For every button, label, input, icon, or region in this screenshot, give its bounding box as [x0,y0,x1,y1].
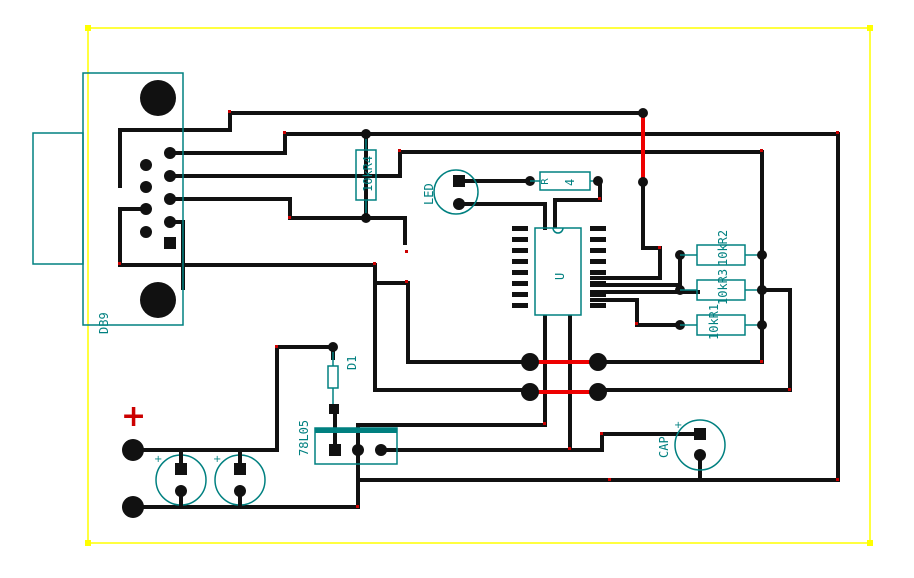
db9-connector: DB9 [32,72,184,334]
resistor-led: R 4 [525,171,603,191]
power-pad-negative [122,496,144,518]
ic-left-pads [512,226,528,308]
db9-pin [140,159,152,171]
db9-pin-1-square [164,237,176,249]
cap2-plus: + [213,454,221,465]
capacitor-label: CAP [657,436,671,458]
regulator-label: 78L05 [297,420,311,456]
db9-mount-hole-bottom [140,282,176,318]
board-corner-markers [85,25,873,546]
led-label: LED [422,183,436,205]
cap1-plus: + [154,454,162,465]
power-input: + [121,399,146,518]
diode-d1: D1 [327,342,359,414]
resistor-led-label: 4 [563,179,577,186]
ic-right-pads [590,226,606,308]
db9-label: DB9 [97,312,111,334]
resistor-r2-label: 10kR2 [716,230,730,266]
jumper-links [530,115,645,394]
resistor-r1-label: 10kR1 [707,304,721,340]
regulator-78l05: 78L05 [297,420,398,465]
resistor-r3: 10kR3 [675,269,767,305]
resistor-r3-label: 10kR3 [716,269,730,305]
db9-pin [140,181,152,193]
board-outline [87,27,871,544]
led: LED [422,169,479,215]
db9-shell-outline [32,132,84,265]
junction-dots [521,108,767,401]
db9-pin [164,147,176,159]
db9-pin [140,203,152,215]
capacitor-plus: + [674,420,682,431]
capacitor-cap: + CAP [657,419,726,471]
power-pad-positive [122,439,144,461]
db9-pin [164,216,176,228]
db9-mount-hole-top [140,80,176,116]
ic-label: U [553,273,567,280]
resistor-r2: 10kR2 [675,230,767,266]
ic-u: U [512,226,606,316]
cap-ground-traces [179,450,242,507]
db9-pin [164,170,176,182]
resistor-r4-label: 10kR4 [361,156,375,192]
resistor-r1: 10kR1 [675,304,767,340]
power-plus-sign: + [121,399,146,434]
resistor-led-prefix: R [540,178,551,185]
db9-body-outline [82,72,184,326]
resistor-r4: 10kR4 [355,129,377,223]
trace-endpoint-ticks [118,110,839,508]
diode-label: D1 [345,356,359,370]
db9-pin [140,226,152,238]
traces [118,111,840,509]
db9-pin [164,193,176,205]
